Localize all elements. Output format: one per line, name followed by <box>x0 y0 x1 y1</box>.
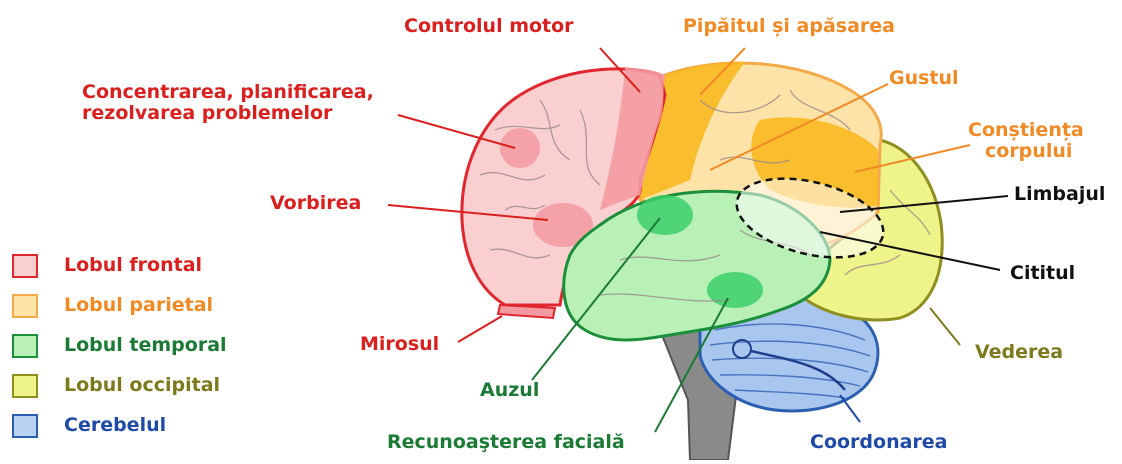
auditory-area <box>637 195 693 235</box>
legend-label-occipital: Lobul occipital <box>64 374 220 396</box>
label-cititul: Cititul <box>1010 263 1075 284</box>
legend: Lobul frontal Lobul parietal Lobul tempo… <box>8 252 288 452</box>
label-concentrarea-line2: rezolvarea problemelor <box>82 103 332 124</box>
label-vederea: Vederea <box>975 342 1063 363</box>
legend-label-frontal: Lobul frontal <box>64 254 202 276</box>
planning-area <box>500 128 540 168</box>
legend-item-cerebellum: Cerebelul <box>8 412 288 442</box>
legend-label-parietal: Lobul parietal <box>64 294 213 316</box>
legend-label-cerebellum: Cerebelul <box>64 414 166 436</box>
legend-swatch-frontal <box>12 254 38 278</box>
label-mirosul: Mirosul <box>360 334 439 355</box>
legend-item-temporal: Lobul temporal <box>8 332 288 362</box>
legend-label-temporal: Lobul temporal <box>64 334 227 356</box>
label-gustul: Gustul <box>889 68 959 89</box>
legend-swatch-temporal <box>12 334 38 358</box>
label-constienta-line1: Conștiența <box>968 120 1084 141</box>
label-constienta-line2: corpului <box>985 141 1072 162</box>
legend-swatch-occipital <box>12 374 38 398</box>
label-vorbirea: Vorbirea <box>270 193 361 214</box>
label-coordonarea: Coordonarea <box>810 432 948 453</box>
legend-item-occipital: Lobul occipital <box>8 372 288 402</box>
label-concentrarea-line1: Concentrarea, planificarea, <box>82 82 374 103</box>
legend-item-parietal: Lobul parietal <box>8 292 288 322</box>
legend-item-frontal: Lobul frontal <box>8 252 288 282</box>
face-area <box>707 272 763 308</box>
label-limbajul: Limbajul <box>1014 184 1105 205</box>
label-recunoasterea: Recunoaşterea facială <box>387 432 625 453</box>
label-auzul: Auzul <box>480 380 539 401</box>
legend-swatch-parietal <box>12 294 38 318</box>
label-controlul-motor: Controlul motor <box>404 16 574 37</box>
legend-swatch-cerebellum <box>12 414 38 438</box>
olfactory-bulb <box>498 305 555 318</box>
label-pipaitul: Pipăitul și apăsarea <box>683 16 895 37</box>
